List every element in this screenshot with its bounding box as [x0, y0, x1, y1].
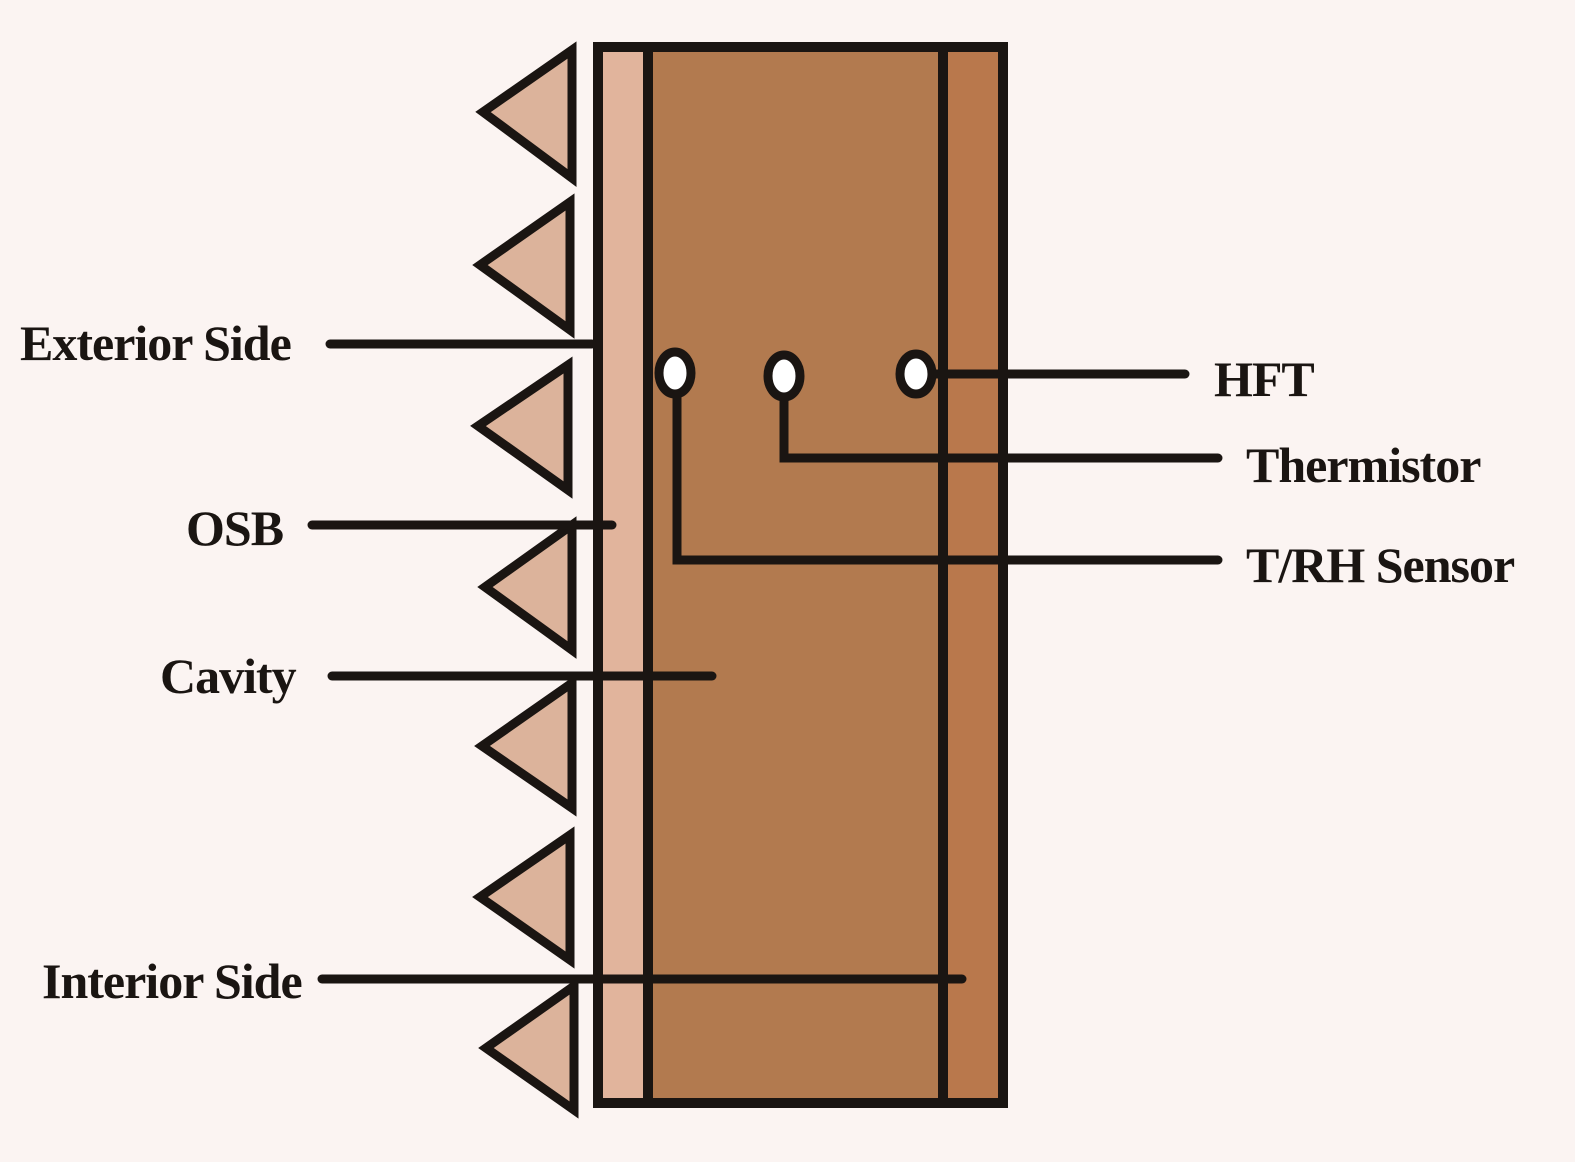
thermistor-label: Thermistor: [1246, 437, 1481, 493]
osb-label: OSB: [186, 500, 283, 556]
arrow-icon: [474, 674, 577, 817]
sensors: [654, 347, 937, 402]
thermistor-icon: [763, 350, 805, 402]
trh-sensor-leader: [672, 389, 1223, 565]
hft-icon: [895, 349, 937, 399]
exterior-side-label: Exterior Side: [20, 315, 291, 371]
arrow-icon: [478, 977, 579, 1119]
arrow-icon: [472, 193, 575, 339]
thermistor-leader: [779, 392, 1223, 463]
osb-layer: [593, 42, 653, 1108]
labels: Exterior Side OSB Cavity Interior Side H…: [20, 315, 1516, 1009]
arrow-icon: [475, 41, 577, 187]
trh-sensor-icon: [654, 347, 696, 399]
interior-side-label: Interior Side: [42, 953, 302, 1009]
arrow-icon: [477, 516, 577, 659]
exterior-arrows: [470, 41, 579, 1119]
leader-lines: [307, 339, 1223, 984]
cavity-label: Cavity: [160, 648, 297, 704]
interior-layer: [938, 42, 1008, 1108]
arrow-icon: [472, 826, 575, 969]
cavity-layer: [643, 42, 948, 1108]
trh-sensor-label: T/RH Sensor: [1246, 537, 1515, 593]
arrow-icon: [470, 356, 573, 499]
hft-label: HFT: [1214, 351, 1314, 407]
wall-assembly: [593, 42, 1008, 1108]
